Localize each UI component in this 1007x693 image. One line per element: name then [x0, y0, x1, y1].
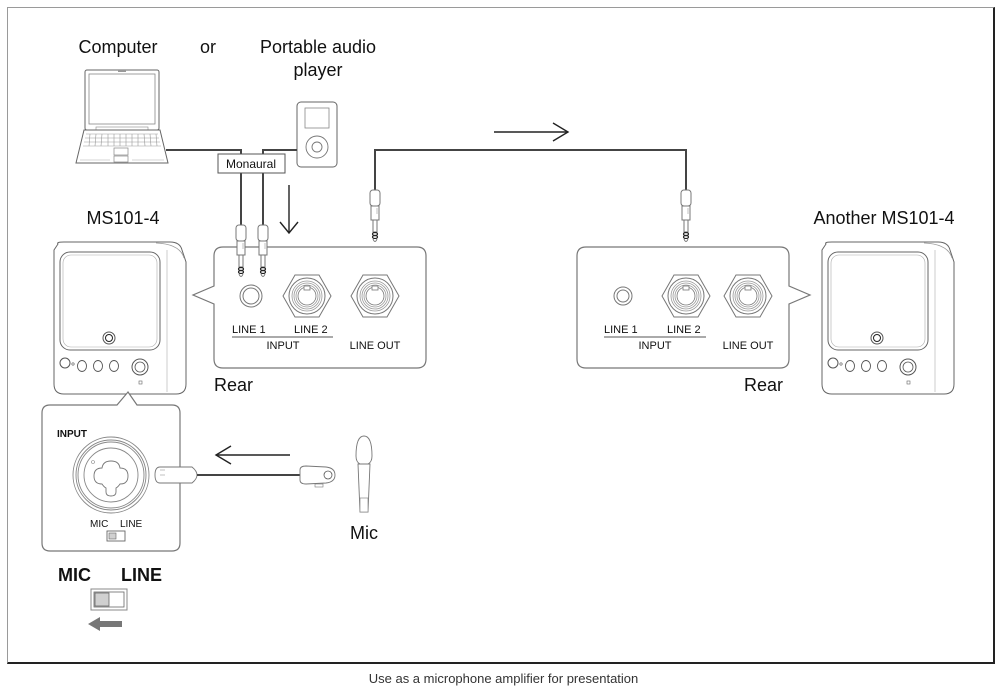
line2-label-right: LINE 2 [667, 324, 701, 336]
line-large-label: LINE [121, 565, 162, 585]
rear-label-right: Rear [744, 375, 783, 395]
figure-caption: Use as a microphone amplifier for presen… [368, 671, 639, 686]
line1-label-left: LINE 1 [232, 324, 266, 336]
line-out-label-left: LINE OUT [350, 340, 401, 352]
xlr-female-plug-icon [299, 465, 336, 488]
computer-label: Computer [78, 37, 157, 57]
plug-icon [369, 189, 381, 243]
speaker-left-label: MS101-4 [86, 208, 159, 228]
combo-jack-icon [72, 436, 150, 514]
front-line-small-label: LINE [120, 519, 143, 530]
laptop-icon [75, 69, 169, 164]
monaural-box [217, 153, 286, 174]
or-label: or [200, 37, 216, 57]
line1-jack-left [239, 284, 263, 308]
gray-left-arrow-icon [88, 617, 122, 631]
mic-large-label: MIC [58, 565, 91, 585]
mic-line-switch-large[interactable] [90, 588, 128, 611]
down-arrow-icon [279, 185, 299, 235]
rear-label-left: Rear [214, 375, 253, 395]
front-input-label: INPUT [57, 429, 87, 440]
link-cable [374, 149, 687, 225]
plug-icon [680, 189, 692, 243]
line1-jack-right [613, 286, 633, 306]
input-label-right: INPUT [639, 340, 672, 352]
portable-player-label-line1: Portable audio [260, 37, 376, 57]
portable-player-icon [296, 101, 338, 168]
line1-label-right: LINE 1 [604, 324, 638, 336]
input-label-left: INPUT [267, 340, 300, 352]
input-cables [166, 149, 297, 225]
speaker-right-icon [821, 241, 955, 395]
xlr-plug-icon [154, 466, 198, 484]
front-mic-small-label: MIC [90, 519, 108, 530]
portable-player-label-line2: player [293, 60, 342, 80]
monaural-label: Monaural [226, 157, 276, 171]
left-arrow-icon [214, 445, 290, 465]
right-arrow-icon [494, 122, 570, 142]
microphone-icon [355, 435, 373, 513]
line2-label-left: LINE 2 [294, 324, 328, 336]
mic-label: Mic [350, 523, 378, 543]
mic-line-switch-small[interactable] [106, 530, 126, 542]
line-out-label-right: LINE OUT [723, 340, 774, 352]
speaker-left-icon [53, 241, 187, 395]
speaker-right-label: Another MS101-4 [813, 208, 954, 228]
